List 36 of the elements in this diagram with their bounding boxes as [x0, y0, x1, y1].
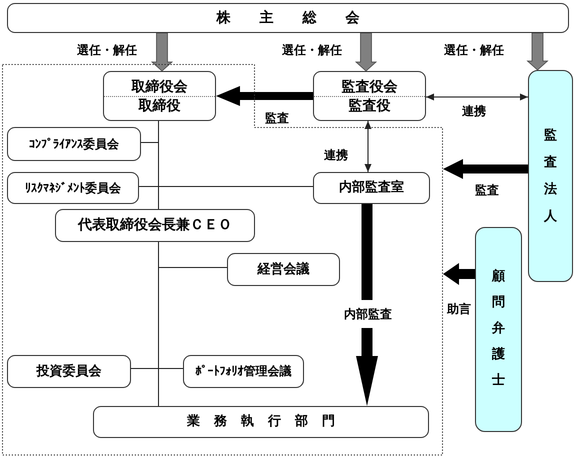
block-arrow	[526, 32, 549, 71]
block-arrow	[354, 32, 378, 72]
auditors-box	[313, 71, 426, 121]
block-arrow	[216, 86, 313, 106]
meeting-box: 経営会議	[227, 253, 340, 286]
double-arrow	[364, 120, 372, 172]
block-arrow	[443, 159, 528, 179]
node-text: 監査役	[348, 98, 390, 114]
double-arrow	[426, 94, 528, 100]
edge-label: 選任・解任	[443, 43, 505, 57]
edge-label: 選任・解任	[76, 43, 138, 57]
connector-line	[158, 242, 159, 406]
edge-label: 監査	[264, 111, 290, 125]
edge-label: 選任・解任	[281, 43, 343, 57]
ceo-box: 代表取締役会長兼ＣＥＯ	[55, 209, 255, 242]
audit-firm-box: 監査法人	[528, 70, 573, 282]
edge-label: 連携	[461, 104, 487, 118]
committee-box: ﾘｽｸﾏﾈｼﾞﾒﾝﾄ委員会	[7, 172, 139, 204]
node-text: 取締役	[138, 98, 180, 114]
connector-line	[158, 120, 159, 210]
internal-audit-box: 内部監査室	[313, 172, 430, 204]
node-heading: 取締役会	[132, 78, 188, 94]
edge-label: 連携	[323, 148, 349, 162]
board-box	[103, 71, 216, 121]
block-arrow	[150, 32, 174, 72]
edge-label: 内部監査	[343, 300, 393, 328]
node-heading: 監査役会	[342, 78, 398, 94]
shareholders-meeting-box: 株主総会	[7, 3, 569, 33]
legal-counsel-box: 顧問弁護士	[475, 227, 522, 432]
edge-label: 助言	[446, 302, 472, 316]
committee-box: ｺﾝﾌﾟﾗｲｱﾝｽ委員会	[7, 127, 141, 161]
committee-box: 投資委員会	[7, 355, 131, 388]
block-arrow	[443, 263, 475, 285]
division-box: 業務執行部門	[93, 406, 429, 438]
edge-label: 監査	[474, 183, 500, 197]
meeting-box: ﾎﾟｰﾄﾌｫﾘｵ管理会議	[183, 355, 304, 388]
